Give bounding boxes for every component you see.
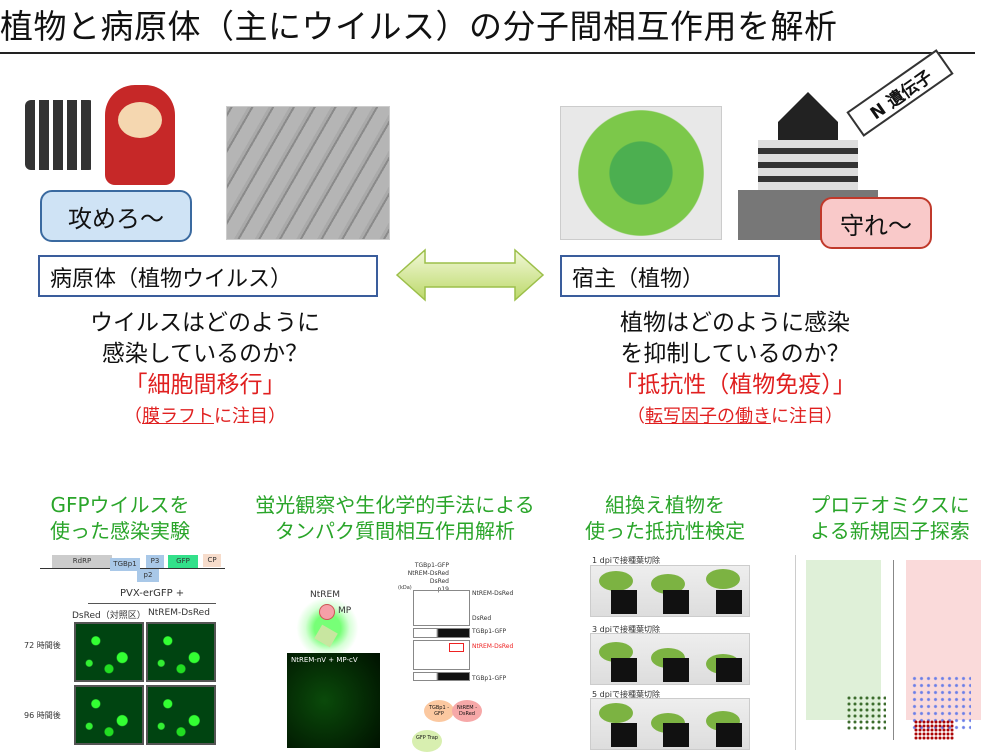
attack-speech-bubble: 攻めろ～ — [40, 190, 192, 242]
interaction-diagram — [295, 598, 360, 658]
pathogen-question: ウイルスはどのように 感染しているのか？ 「細胞間移行」 （膜ラフトに注目） — [40, 308, 370, 432]
bubble-text: 守れ～ — [840, 211, 912, 240]
kda-label: (kDa) — [398, 585, 412, 591]
note: に注目） — [214, 406, 286, 427]
trap-ntrem: NtREM -DsRed — [452, 700, 482, 722]
tobacco-plant-image — [560, 106, 722, 240]
gene-gfp: GFP — [168, 555, 198, 568]
pathogen-label: 病原体（植物ウイルス） — [50, 267, 293, 292]
volcano-plot — [795, 555, 985, 750]
question-line: 感染しているのか？ — [101, 341, 309, 367]
mp-label: MP — [338, 606, 352, 616]
heading-line: よる新規因子探索 — [810, 519, 970, 543]
row-label: 96 時間後 — [24, 711, 61, 720]
heading-gfp-virus: GFPウイルスを使った感染実験 — [20, 492, 220, 544]
heading-line: GFPウイルスを — [50, 493, 190, 517]
heading-line: 使った抵抗性検定 — [585, 519, 745, 543]
heading-line: 蛍光観察や生化学的手法による — [255, 493, 535, 517]
note-emphasis: 膜ラフト — [142, 406, 214, 427]
bubble-text: 攻めろ～ — [68, 204, 164, 233]
trap-label: TGBp1 -GFP — [428, 705, 450, 717]
trap-tgbp1: TGBp1 -GFP — [424, 700, 454, 722]
band-label: TGBp1-GFP — [472, 628, 507, 635]
note: に注目） — [771, 406, 843, 427]
assay-label: 1 dpiで接種葉切除 — [592, 556, 661, 565]
row-label: 72 時間後 — [24, 641, 61, 650]
note-emphasis: 転写因子の働き — [645, 406, 771, 427]
heading-line: 組換え植物を — [605, 493, 725, 517]
bifc-label: NtREM-nV + MP-cV — [291, 656, 358, 664]
question-line: を抑制しているのか？ — [620, 341, 850, 367]
trap-gfp: GFP Trap — [412, 730, 442, 752]
banner-text: N 遺伝子 — [866, 66, 937, 124]
band-label: NtREM-DsRed — [472, 643, 514, 650]
gene-cp: CP — [203, 554, 221, 567]
gene-rdrp: RdRP — [52, 555, 112, 568]
note: （ — [124, 406, 142, 427]
plant-photo — [590, 633, 750, 685]
western-blot — [413, 590, 470, 730]
construct-label: PVX-erGFP + — [120, 588, 185, 599]
gfp-image — [74, 685, 144, 745]
gfp-image — [74, 622, 144, 682]
blot-row: TGBp1-GFP — [414, 562, 449, 569]
question-line: ウイルスはどのように — [90, 310, 320, 336]
band-label: DsRed — [472, 615, 492, 622]
band-label: TGBp1-GFP — [472, 675, 507, 682]
heading-interaction: 蛍光観察や生化学的手法によるタンパク質間相互作用解析 — [230, 492, 560, 544]
question-line: 植物はどのように感染 — [620, 310, 850, 336]
assay-label: 5 dpiで接種葉切除 — [592, 690, 661, 699]
gene-tgbp1: TGBp1 — [110, 558, 140, 571]
host-label: 宿主（植物） — [572, 267, 705, 292]
defend-speech-bubble: 守れ～ — [820, 197, 932, 249]
trap-label: GFP Trap — [416, 735, 438, 741]
trap-label: NtREM -DsRed — [456, 705, 478, 717]
double-arrow — [395, 248, 545, 302]
key-topic: 「抵抗性（植物免疫）」 — [614, 372, 856, 398]
column-label: NtREM-DsRed — [148, 608, 210, 618]
heading-proteomics: プロテオミクスによる新規因子探索 — [790, 492, 990, 544]
plant-photo — [590, 698, 750, 750]
assay-label: 3 dpiで接種葉切除 — [592, 625, 661, 634]
heading-line: プロテオミクスに — [810, 493, 970, 517]
host-label-box: 宿主（植物） — [560, 255, 780, 297]
blot-row: NtREM-DsRed — [407, 570, 449, 577]
heading-line: 使った感染実験 — [50, 519, 190, 543]
divider — [88, 603, 216, 604]
blot-row: DsRed — [429, 578, 449, 585]
bifc-image: NtREM-nV + MP-cV — [287, 653, 380, 748]
band-label: NtREM-DsRed — [472, 590, 514, 597]
blot-row: p19 — [437, 586, 449, 593]
virus-em-image — [226, 106, 390, 240]
gene-p2: p2 — [137, 569, 159, 582]
host-question: 植物はどのように感染 を抑制しているのか？ 「抵抗性（植物免疫）」 （転写因子の… — [560, 308, 910, 432]
note: （ — [627, 406, 645, 427]
gfp-image — [146, 622, 216, 682]
heading-line: タンパク質間相互作用解析 — [275, 519, 515, 543]
plant-photo — [590, 565, 750, 617]
key-topic: 「細胞間移行」 — [124, 372, 286, 398]
pathogen-label-box: 病原体（植物ウイルス） — [38, 255, 378, 297]
heading-resistance: 組換え植物を使った抵抗性検定 — [570, 492, 760, 544]
page-title: 植物と病原体（主にウイルス）の分子間相互作用を解析 — [0, 0, 975, 54]
ntrem-label: NtREM — [310, 590, 340, 600]
column-label: DsRed（対照区） — [72, 611, 146, 621]
gfp-image — [146, 685, 216, 745]
samurai-illustration — [20, 80, 200, 200]
gene-p3: P3 — [146, 555, 164, 568]
